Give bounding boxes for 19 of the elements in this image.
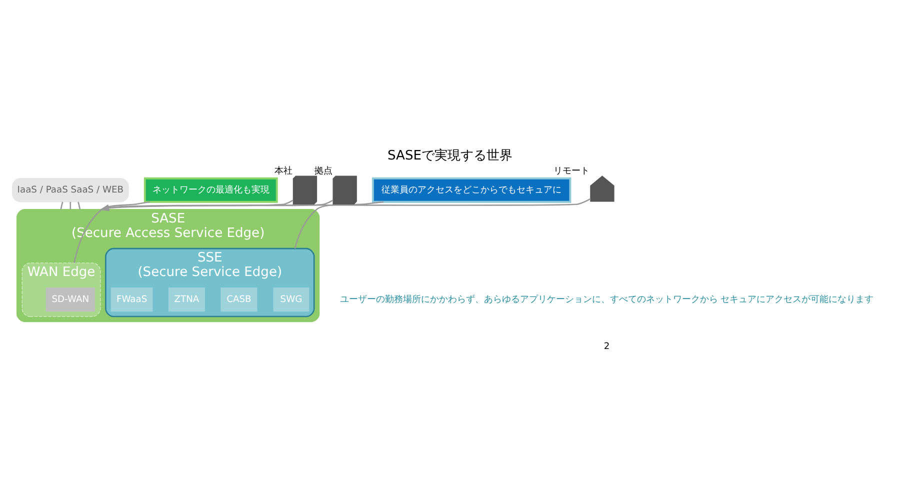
node-label: 本社: [274, 166, 292, 176]
connector: [77, 201, 80, 209]
node-box: FWaaS: [110, 286, 152, 312]
node-label: リモート: [553, 166, 590, 176]
label: ユーザーの勤務場所にかかわらず、あらゆるアプリケーションに、すべてのネットワークから セキュアにアクセスが可能になります: [339, 294, 874, 304]
node-box: ZTNA: [168, 286, 204, 312]
connector: [60, 201, 63, 209]
node-box: CASB: [220, 286, 257, 312]
node-box: 従業員のアクセスをどこからでもセキュアに: [371, 176, 571, 202]
diagram-title: SASEで実現する世界: [387, 148, 512, 164]
connector: [294, 200, 384, 248]
node-box: SD-WAN: [45, 286, 94, 312]
connector: [73, 200, 150, 263]
node-box: ネットワークの最適化も実現: [143, 176, 278, 202]
node-house: [590, 175, 614, 202]
node-box: SWG: [272, 286, 309, 312]
label: 2: [603, 341, 610, 352]
node-label: 拠点: [314, 166, 332, 176]
node-box: IaaS / PaaS SaaS / WEB: [11, 178, 128, 202]
